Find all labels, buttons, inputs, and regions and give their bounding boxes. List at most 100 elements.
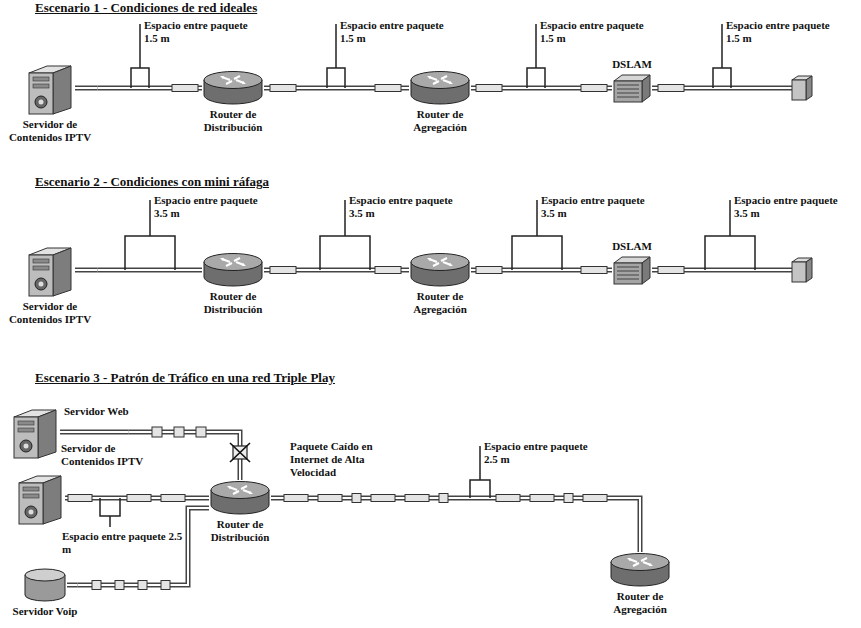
link-line [98, 269, 194, 271]
link-line [200, 496, 209, 501]
link-stub [193, 270, 202, 271]
device-label: Router de Agregación [400, 108, 480, 134]
link-line [78, 508, 201, 585]
server-icon [10, 405, 60, 460]
link-line [200, 507, 209, 509]
packet [564, 494, 573, 503]
link-line [60, 431, 129, 433]
device-label: DSLAM [612, 240, 652, 253]
packet [375, 85, 401, 92]
dslam-node: DSLAM [612, 56, 652, 103]
server-node: Servidor de Contenidos IPTV [15, 442, 161, 526]
server-node: Servidor Voip [13, 567, 78, 620]
server-icon [25, 243, 75, 298]
device-label: Router de Distribución [193, 290, 273, 316]
router-node: Router de Agregación [600, 552, 680, 618]
link-line [75, 269, 98, 271]
packet [172, 85, 198, 92]
link-line [161, 496, 200, 501]
packet [581, 267, 607, 274]
link-line [78, 508, 201, 585]
packet-note: Espacio entre paquete 3.5 m [734, 194, 852, 220]
packet [68, 495, 92, 502]
server-node: Servidor de Contenidos IPTV [3, 61, 98, 146]
packet [174, 427, 184, 437]
server-icon [15, 471, 65, 526]
device-label: Servidor Voip [13, 605, 78, 618]
device-label: Router de Agregación [400, 290, 480, 316]
router-node: Router de Agregación [400, 252, 480, 318]
packet [439, 494, 448, 503]
router-icon [209, 480, 271, 516]
section-heading: Escenario 3 - Patrón de Tráfico en una r… [35, 370, 335, 386]
server-node: Servidor de Contenidos IPTV [3, 243, 98, 328]
router-icon [409, 70, 471, 106]
link-line [271, 496, 280, 501]
packet [270, 267, 296, 274]
packet [284, 495, 308, 502]
link-line [98, 268, 194, 273]
link-line [280, 498, 640, 552]
packet [581, 85, 607, 92]
router-node: Router de Agregación [400, 70, 480, 136]
router-icon [202, 252, 264, 288]
database-icon [23, 567, 67, 603]
packet [496, 495, 520, 502]
set-top-box [792, 76, 812, 282]
packet [161, 495, 185, 502]
section-heading: Escenario 1 - Condiciones de red ideales [35, 0, 257, 16]
dropped-packet [230, 443, 250, 462]
packet [92, 581, 101, 590]
link-line [67, 583, 78, 588]
packet [318, 495, 342, 502]
packet-gap-marker [100, 24, 755, 527]
packet-link [280, 498, 640, 552]
link-line [271, 497, 280, 499]
link-line [129, 432, 240, 480]
packet [352, 494, 361, 503]
packet-note: Espacio entre paquete 1.5 m [726, 19, 844, 45]
link-stub [200, 498, 209, 499]
packet-note: Espacio entre paquete 1.5 m [340, 19, 458, 45]
dslam-icon [612, 73, 652, 103]
packet-note: Espacio entre paquete 3.5 m [349, 194, 467, 220]
packet [583, 495, 607, 502]
router-node: Router de Distribución [193, 252, 273, 318]
packet [476, 267, 502, 274]
link-line [75, 86, 98, 91]
router-icon [202, 70, 264, 106]
server-icon [25, 61, 75, 116]
packet-note: Espacio entre paquete 3.5 m [154, 194, 272, 220]
packet [530, 495, 554, 502]
packet [270, 85, 296, 92]
packet [375, 267, 401, 274]
packet-note: Espacio entre paquete 1.5 m [144, 19, 262, 45]
packet [196, 427, 206, 437]
link-stub [75, 88, 98, 89]
packet [152, 427, 162, 437]
packet [658, 85, 684, 92]
link-line [193, 268, 202, 273]
device-label: Router de Agregación [600, 590, 680, 616]
packet [161, 581, 170, 590]
packet-note: Espacio entre paquete 2.5 m [484, 440, 604, 466]
packet-note: Espacio entre paquete 1.5 m [540, 19, 658, 45]
link-line [200, 506, 209, 511]
link-line [75, 268, 98, 273]
packet-note: Espacio entre paquete 2.5 m [62, 530, 187, 556]
device-label: Router de Distribución [193, 108, 273, 134]
drop-line [652, 88, 792, 270]
link-stub [75, 270, 98, 271]
packet-note: Paquete Caído en Internet de Alta Veloci… [290, 440, 385, 479]
link-stub [271, 498, 280, 499]
device-label: Servidor de Contenidos IPTV [3, 300, 98, 326]
link-line [129, 432, 240, 480]
dslam-node: DSLAM [612, 238, 652, 285]
packet-link [129, 432, 240, 480]
link-line [60, 430, 129, 435]
device-label: DSLAM [612, 58, 652, 71]
device-label: Servidor de Contenidos IPTV [3, 118, 98, 144]
section-heading: Escenario 2 - Condiciones con mini ráfag… [35, 174, 269, 190]
link-line [280, 498, 640, 552]
link-line [193, 269, 202, 271]
